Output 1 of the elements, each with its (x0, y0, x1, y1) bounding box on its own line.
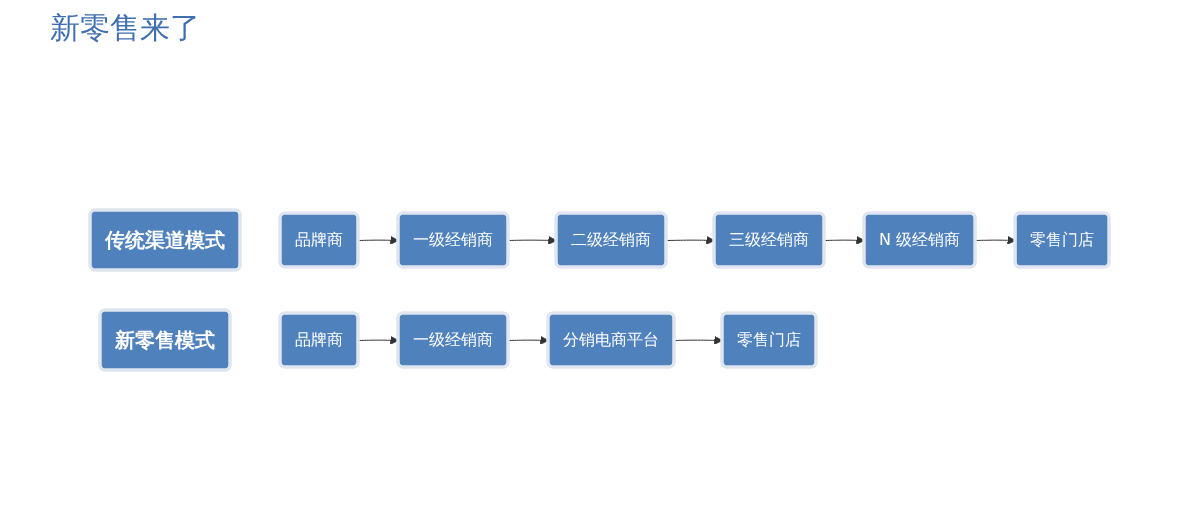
section-heading: 新零售来了 (50, 9, 200, 47)
